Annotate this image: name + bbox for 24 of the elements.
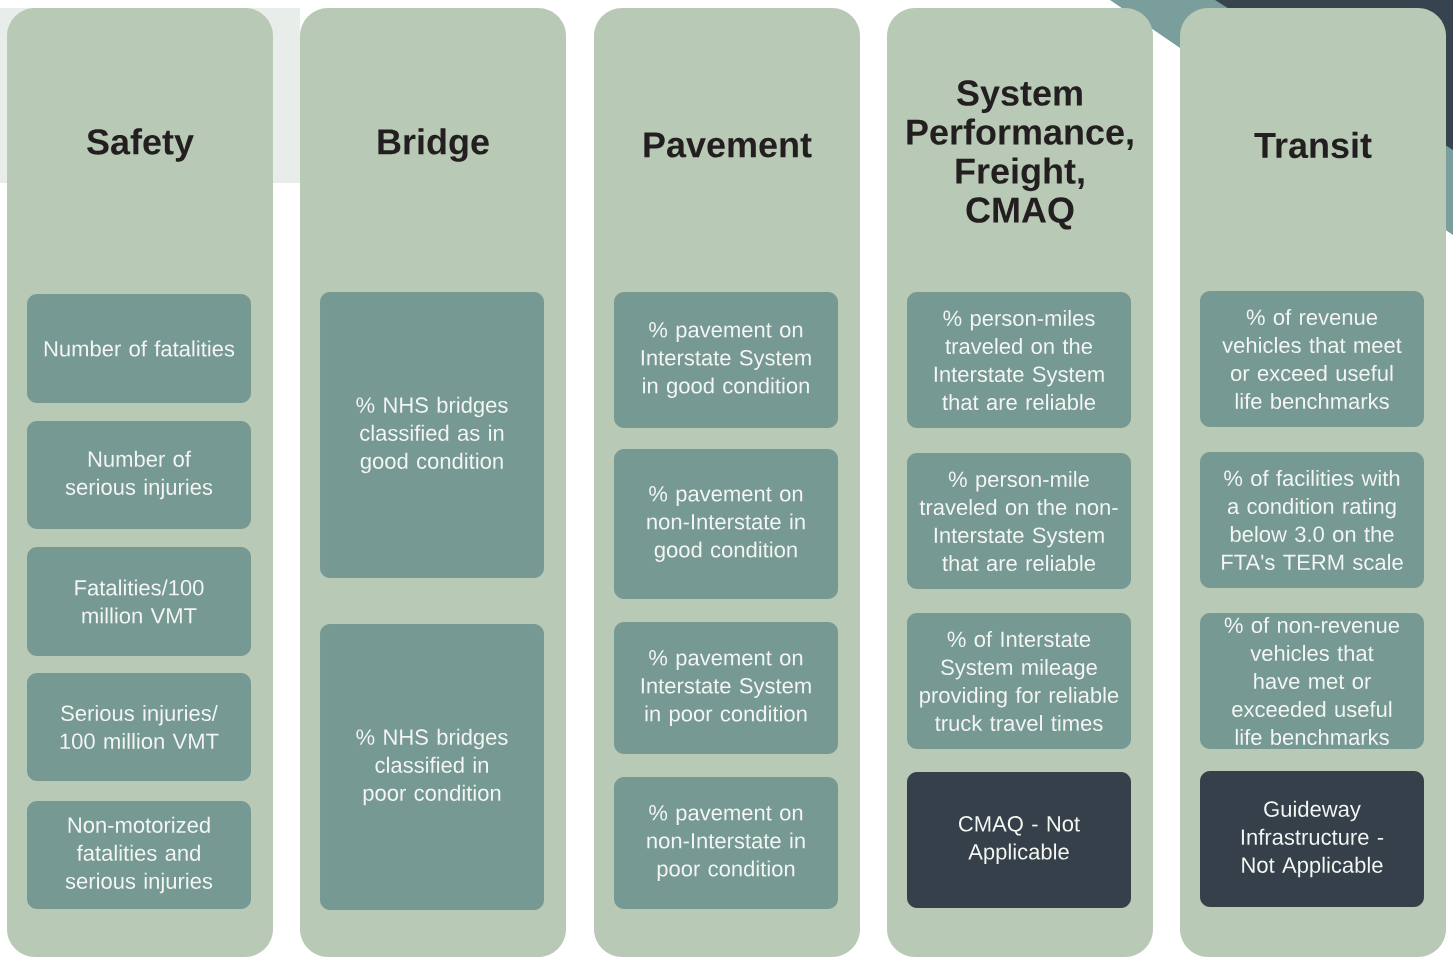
column-heading: Safety [87, 128, 194, 162]
metric-box: % of facilities with a condition rating below 3.0 on the FTA's TERM scale [1200, 452, 1424, 588]
column-heading: Bridge [378, 128, 489, 162]
column-heading: Transit [1254, 131, 1372, 159]
metric-box: % person-miles traveled on the Interstate System that are reliable [907, 292, 1131, 428]
metric-box: % of non-revenue vehicles that have met or exceeded useful life benchmarks [1200, 613, 1424, 749]
metric-box: % of revenue vehicles that meet or exceed useful life benchmarks [1200, 291, 1424, 427]
metric-box: % pavement on non-Interstate in poor condition [614, 777, 838, 909]
column-heading: Pavement [644, 132, 812, 158]
metric-box: Number of serious injuries [27, 421, 251, 529]
metric-box: % NHS bridges classified in poor condition [320, 624, 544, 910]
metric-box: % NHS bridges classified as in good condition [320, 292, 544, 578]
metric-box: % pavement on Interstate System in poor condition [614, 622, 838, 754]
metric-box: Serious injuries/ 100 million VMT [27, 673, 251, 781]
metric-box: % pavement on non-Interstate in good condition [614, 449, 838, 599]
metric-box: % pavement on Interstate System in good condition [614, 292, 838, 428]
metric-box: % of Interstate System mileage providing for reliable truck travel times [907, 613, 1131, 749]
metric-box: % person-mile traveled on the non-Interstate System that are reliable [907, 453, 1131, 589]
metric-box: Number of fatalities [27, 294, 251, 403]
column-heading: System Performance, Freight, CMAQ [907, 80, 1133, 230]
metric-box: Guideway Infrastructure - Not Applicable [1200, 771, 1424, 907]
metric-box: CMAQ - Not Applicable [907, 772, 1131, 908]
metric-box: Fatalities/100 million VMT [27, 547, 251, 656]
metric-box: Non-motorized fatalities and serious injuries [27, 801, 251, 909]
